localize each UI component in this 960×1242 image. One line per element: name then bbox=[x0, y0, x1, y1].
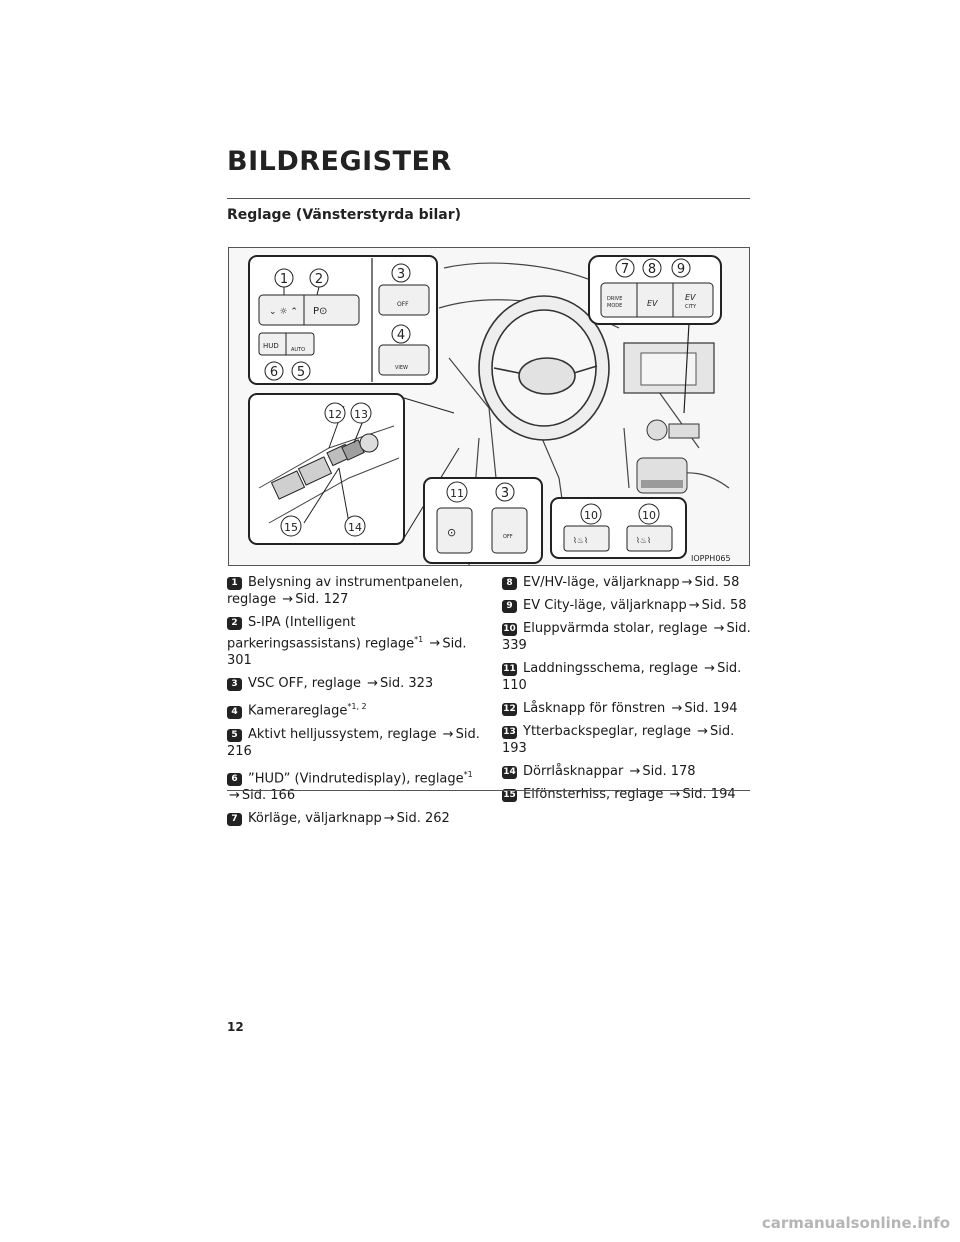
item-number-badge: 15 bbox=[502, 789, 517, 802]
callout-15: 15 bbox=[280, 515, 302, 537]
callout-10a: 10 bbox=[580, 503, 602, 525]
callout-1: 1 bbox=[274, 268, 294, 295]
drive-label: DRIVE bbox=[607, 296, 622, 302]
callout-2: 2 bbox=[309, 268, 329, 296]
callout-3a: 3 bbox=[391, 263, 411, 283]
svg-text:3: 3 bbox=[397, 267, 405, 282]
page-title: BILDREGISTER bbox=[227, 146, 452, 177]
svg-text:11: 11 bbox=[450, 487, 464, 500]
inset-left-top: ⌄ ☼ ⌃ P⊙ HUD AUTO OFF VIEW bbox=[248, 255, 438, 385]
callout-4: 4 bbox=[391, 324, 411, 344]
svg-text:4: 4 bbox=[397, 328, 405, 343]
mode-label: MODE bbox=[607, 303, 622, 309]
svg-text:12: 12 bbox=[328, 408, 342, 421]
item-number-badge: 10 bbox=[502, 623, 517, 636]
svg-text:14: 14 bbox=[348, 521, 362, 534]
svg-text:6: 6 bbox=[270, 365, 278, 380]
callout-11: 11 bbox=[446, 481, 468, 503]
item-number-badge: 14 bbox=[502, 766, 517, 779]
svg-text:5: 5 bbox=[297, 365, 305, 380]
svg-text:13: 13 bbox=[354, 408, 368, 421]
off-label-2: OFF bbox=[503, 534, 513, 540]
callout-9: 9 bbox=[671, 258, 691, 278]
callouts: 1 2 3 4 6 5 7 8 9 12 13 15 14 11 3 10 10 bbox=[264, 258, 691, 537]
svg-text:P⊙: P⊙ bbox=[313, 306, 327, 317]
controls-illustration: ⌄ ☼ ⌃ P⊙ HUD AUTO OFF VIEW DRIVE MODE EV… bbox=[228, 247, 750, 566]
item-number-badge: 6 bbox=[227, 772, 242, 786]
page-number: 12 bbox=[227, 1020, 244, 1034]
svg-text:⌇♨⌇: ⌇♨⌇ bbox=[573, 536, 588, 545]
item-number-badge: 8 bbox=[502, 577, 517, 590]
auto-label: AUTO bbox=[291, 347, 305, 353]
item-number-badge: 3 bbox=[227, 678, 242, 692]
item-number-badge: 4 bbox=[227, 705, 242, 719]
figure-code: IOPPH065 bbox=[691, 554, 731, 563]
callout-14: 14 bbox=[344, 515, 366, 537]
ev-hv-label: EV bbox=[647, 299, 658, 308]
item-number-badge: 1 bbox=[227, 577, 242, 590]
svg-text:1: 1 bbox=[280, 272, 288, 287]
callout-8: 8 bbox=[642, 258, 662, 278]
city-label: CITY bbox=[685, 304, 697, 310]
callout-10b: 10 bbox=[638, 503, 660, 525]
svg-text:3: 3 bbox=[501, 486, 509, 501]
view-label: VIEW bbox=[395, 365, 408, 371]
inset-seat-heaters: ⌇♨⌇ ⌇♨⌇ bbox=[550, 497, 687, 559]
section-subtitle: Reglage (Vänsterstyrda bilar) bbox=[227, 207, 462, 223]
list-item-6: 6”HUD” (Vindrutedisplay), reglage*1→Sid.… bbox=[227, 769, 473, 803]
steering-wheel bbox=[478, 295, 610, 441]
hud-button-label: HUD bbox=[263, 342, 279, 350]
item-number-badge: 5 bbox=[227, 728, 242, 742]
bottom-rule bbox=[227, 790, 750, 791]
inset-lower-switches: ⊙ OFF bbox=[423, 477, 543, 564]
svg-text:⌄ ☼ ⌃: ⌄ ☼ ⌃ bbox=[269, 307, 298, 317]
inset-door-panel bbox=[248, 393, 460, 545]
off-label-1: OFF bbox=[397, 301, 409, 308]
svg-text:10: 10 bbox=[584, 509, 598, 522]
item-number-badge: 11 bbox=[502, 663, 517, 676]
svg-text:7: 7 bbox=[621, 262, 629, 277]
item-number-badge: 2 bbox=[227, 617, 242, 630]
svg-text:15: 15 bbox=[284, 521, 298, 534]
svg-text:9: 9 bbox=[677, 262, 685, 277]
title-rule bbox=[227, 198, 750, 199]
svg-text:10: 10 bbox=[642, 509, 656, 522]
callout-7: 7 bbox=[615, 258, 635, 278]
svg-text:8: 8 bbox=[648, 262, 656, 277]
callout-13: 13 bbox=[350, 402, 372, 424]
watermark: carmanualsonline.info bbox=[761, 1214, 950, 1232]
svg-text:⌇♨⌇: ⌇♨⌇ bbox=[636, 536, 651, 545]
svg-text:2: 2 bbox=[315, 272, 323, 287]
item-number-badge: 13 bbox=[502, 726, 517, 739]
callout-5: 5 bbox=[291, 361, 311, 381]
callout-3b: 3 bbox=[495, 482, 515, 502]
svg-text:⊙: ⊙ bbox=[447, 526, 456, 539]
callout-12: 12 bbox=[324, 402, 346, 424]
item-number-badge: 7 bbox=[227, 812, 242, 826]
callout-6: 6 bbox=[264, 361, 284, 381]
ev-city-label: EV bbox=[685, 293, 696, 302]
item-number-badge: 9 bbox=[502, 600, 517, 613]
item-number-badge: 12 bbox=[502, 703, 517, 716]
